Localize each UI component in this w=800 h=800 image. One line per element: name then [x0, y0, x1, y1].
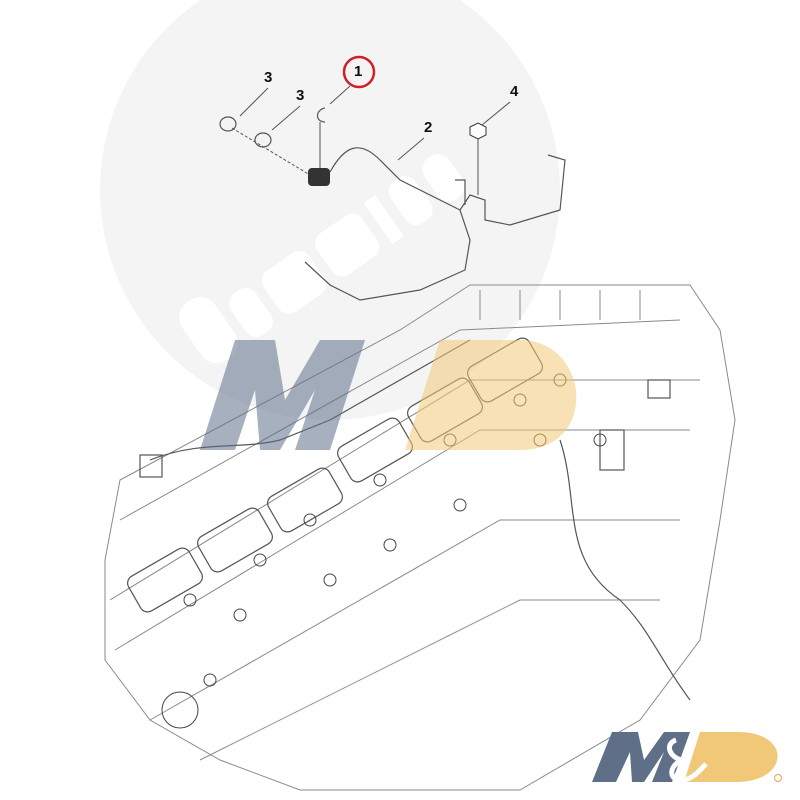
md-logo — [592, 732, 782, 783]
highlight-circle — [342, 55, 376, 89]
clip-part — [316, 107, 326, 123]
nut-part — [469, 122, 487, 140]
sensor-part — [308, 168, 330, 186]
md-watermark — [200, 340, 577, 450]
o-ring-part — [219, 116, 237, 132]
callout-4: 4 — [510, 83, 519, 100]
callout-2: 2 — [424, 119, 433, 136]
callout-1: 1 — [354, 63, 363, 80]
exploded-parts — [219, 55, 566, 301]
harness-part — [304, 147, 471, 301]
callout-3a: 3 — [264, 69, 273, 86]
callout-3b: 3 — [296, 87, 305, 104]
